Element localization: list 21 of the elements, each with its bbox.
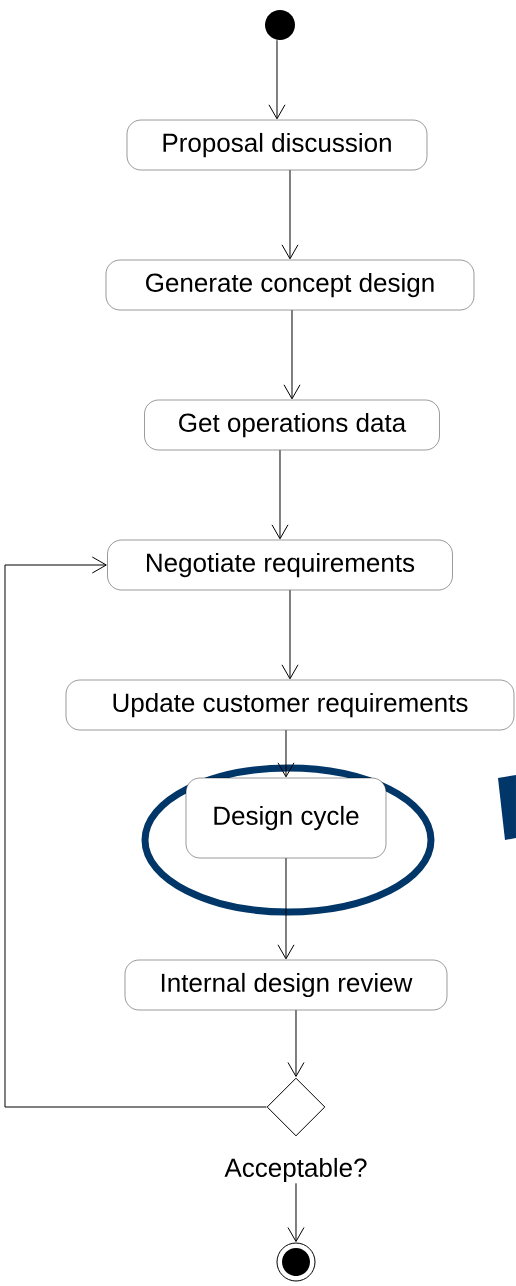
arrow <box>287 1182 305 1242</box>
arrow <box>277 729 295 778</box>
activity-box: Internal design review <box>124 959 448 1011</box>
decision-label: Acceptable? <box>224 1157 367 1183</box>
activity-box: Design cycle <box>185 777 387 859</box>
arrow <box>271 449 289 540</box>
arrow <box>283 309 301 400</box>
activity-box: Negotiate requirements <box>107 539 453 591</box>
activity-box: Proposal discussion <box>126 119 428 171</box>
arrow <box>277 857 295 960</box>
arrow <box>287 1009 305 1077</box>
arrow <box>268 39 286 120</box>
end-node <box>276 1242 316 1282</box>
activity-box: Generate concept design <box>105 259 475 311</box>
activity-box: Get operations data <box>144 399 440 451</box>
arrow <box>4 556 267 1108</box>
arrow <box>281 169 299 260</box>
start-node <box>265 10 295 40</box>
arrow <box>281 589 299 680</box>
decision-diamond <box>266 1077 326 1137</box>
activity-box: Update customer requirements <box>65 679 515 731</box>
